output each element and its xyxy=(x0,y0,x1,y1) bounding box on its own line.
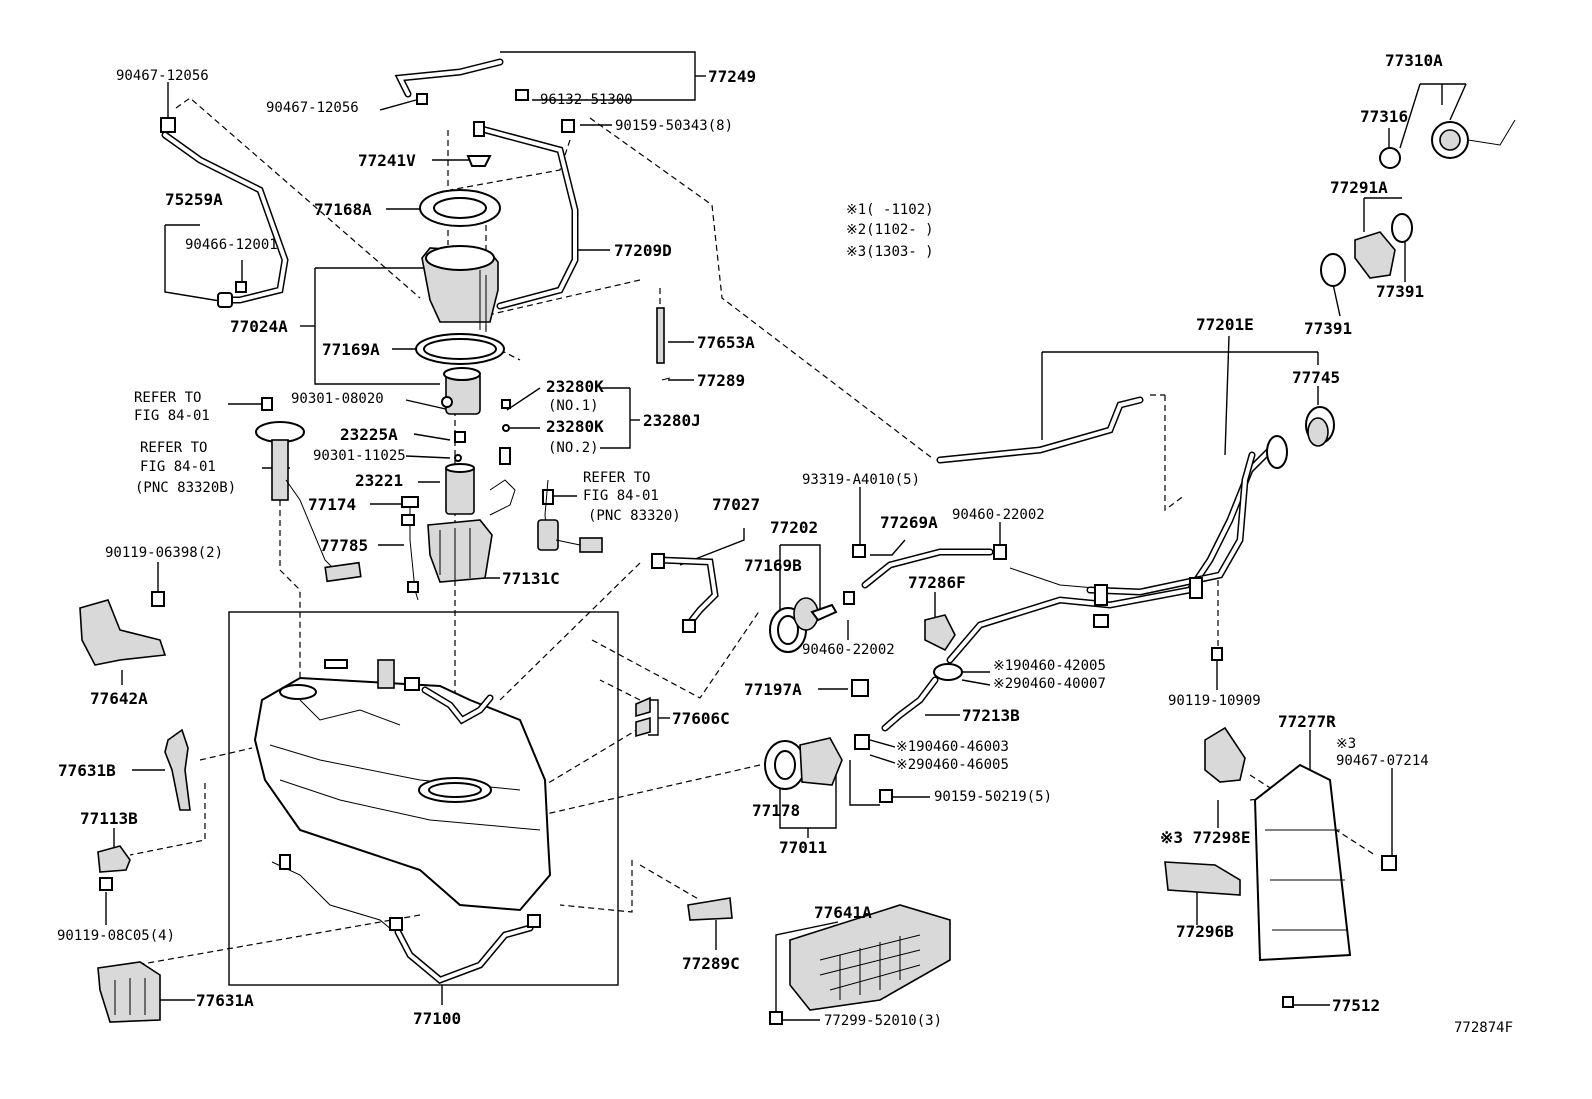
tank-brackets xyxy=(79,591,191,1023)
label-77024A: 77024A xyxy=(230,317,288,336)
label-77249: 77249 xyxy=(708,67,756,86)
label-23221: 23221 xyxy=(355,471,403,490)
label-77169A: 77169A xyxy=(322,340,380,359)
label-77653A: 77653A xyxy=(697,333,755,352)
label-note-2: ※2(1102- ) xyxy=(846,222,934,238)
label-77391-a: 77391 xyxy=(1376,282,1424,301)
label-23280K-2: 23280K xyxy=(546,417,604,436)
label-77310A: 77310A xyxy=(1385,51,1443,70)
label-77289: 77289 xyxy=(697,371,745,390)
label-77291A: 77291A xyxy=(1330,178,1388,197)
label-refer-to-2c: (PNC 83320B) xyxy=(135,480,236,496)
label-90301-08020: 90301-08020 xyxy=(291,391,384,407)
label-note2-90460-40007: ※290460-40007 xyxy=(993,676,1106,692)
label-77296B: 77296B xyxy=(1176,922,1234,941)
label-75259A: 75259A xyxy=(165,190,223,209)
label-90467-12056-top: 90467-12056 xyxy=(116,68,209,84)
label-77011: 77011 xyxy=(779,838,827,857)
label-refer-to-3c: (PNC 83320) xyxy=(588,508,681,524)
label-refer-to-1a: REFER TO xyxy=(134,390,201,406)
label-77027: 77027 xyxy=(712,495,760,514)
label-note1-90460-42005: ※190460-42005 xyxy=(993,658,1106,674)
part-labels: 90467-12056 77249 90467-12056 96132-5130… xyxy=(57,51,1513,1036)
label-77606C: 77606C xyxy=(672,709,730,728)
label-90460-22002-b: 90460-22002 xyxy=(802,642,895,658)
label-77241V: 77241V xyxy=(358,151,416,170)
vent-hose-and-clamps xyxy=(635,553,733,921)
label-77642A: 77642A xyxy=(90,689,148,708)
label-77269A: 77269A xyxy=(880,513,938,532)
label-77174: 77174 xyxy=(308,495,356,514)
label-77289C: 77289C xyxy=(682,954,740,973)
label-note2-90460-46005: ※290460-46005 xyxy=(896,757,1009,773)
fuel-tank xyxy=(228,611,619,986)
label-90159-50343: 90159-50343(8) xyxy=(615,118,733,134)
label-refer-to-2a: REFER TO xyxy=(140,440,207,456)
label-90119-08C05: 90119-08C05(4) xyxy=(57,928,175,944)
label-77197A: 77197A xyxy=(744,680,802,699)
label-77213B: 77213B xyxy=(962,706,1020,725)
label-90467-07214: 90467-07214 xyxy=(1336,753,1429,769)
label-23280J: 23280J xyxy=(643,411,701,430)
label-77391-b: 77391 xyxy=(1304,319,1352,338)
label-note1-90460-46003: ※190460-46003 xyxy=(896,739,1009,755)
filler-protector xyxy=(1164,726,1397,1008)
label-90467-12056-mid: 90467-12056 xyxy=(266,100,359,116)
leader-lines xyxy=(105,51,1467,1021)
label-77201E: 77201E xyxy=(1196,315,1254,334)
label-77113B: 77113B xyxy=(80,809,138,828)
label-77168A: 77168A xyxy=(314,200,372,219)
label-77286F: 77286F xyxy=(908,573,966,592)
label-77745: 77745 xyxy=(1292,368,1340,387)
label-90119-10909: 90119-10909 xyxy=(1168,693,1261,709)
label-77178: 77178 xyxy=(752,801,800,820)
label-77512: 77512 xyxy=(1332,996,1380,1015)
label-no2: (NO.2) xyxy=(548,440,599,456)
label-23280K-1: 23280K xyxy=(546,377,604,396)
label-96132-51300: 96132-51300 xyxy=(540,92,633,108)
label-77209D: 77209D xyxy=(614,241,672,260)
fuel-cap-assembly xyxy=(1320,119,1516,287)
label-note-1: ※1( -1102) xyxy=(846,202,934,218)
label-refer-to-2b: FIG 84-01 xyxy=(140,459,216,475)
label-note3: ※3 xyxy=(1336,736,1356,752)
label-no1: (NO.1) xyxy=(548,398,599,414)
filler-pipe xyxy=(936,396,1335,664)
label-90460-22002-a: 90460-22002 xyxy=(952,507,1045,523)
sender-gauge xyxy=(255,397,362,583)
label-90159-50219: 90159-50219(5) xyxy=(934,789,1052,805)
label-refer-to-3b: FIG 84-01 xyxy=(583,488,659,504)
figure-id: 772874F xyxy=(1454,1020,1513,1036)
label-77641A: 77641A xyxy=(814,903,872,922)
filler-neck-components xyxy=(764,544,1096,1025)
label-90466-12001: 90466-12001 xyxy=(185,237,278,253)
label-77316: 77316 xyxy=(1360,107,1408,126)
label-90119-06398: 90119-06398(2) xyxy=(105,545,223,561)
fuel-pump-assembly xyxy=(160,58,671,601)
label-77100: 77100 xyxy=(413,1009,461,1028)
label-77299-52010: 77299-52010(3) xyxy=(824,1013,942,1029)
label-77631B: 77631B xyxy=(58,761,116,780)
label-77785: 77785 xyxy=(320,536,368,555)
label-note-3: ※3(1303- ) xyxy=(846,244,934,260)
label-77202: 77202 xyxy=(770,518,818,537)
label-77131C: 77131C xyxy=(502,569,560,588)
label-refer-to-3a: REFER TO xyxy=(583,470,650,486)
label-77298E: ※3 77298E xyxy=(1160,828,1250,847)
label-23225A: 23225A xyxy=(340,425,398,444)
label-93319-A4010: 93319-A4010(5) xyxy=(802,472,920,488)
label-refer-to-1b: FIG 84-01 xyxy=(134,408,210,424)
label-77277R: 77277R xyxy=(1278,712,1336,731)
label-90301-11025: 90301-11025 xyxy=(313,448,406,464)
label-77169B: 77169B xyxy=(744,556,802,575)
label-77631A: 77631A xyxy=(196,991,254,1010)
